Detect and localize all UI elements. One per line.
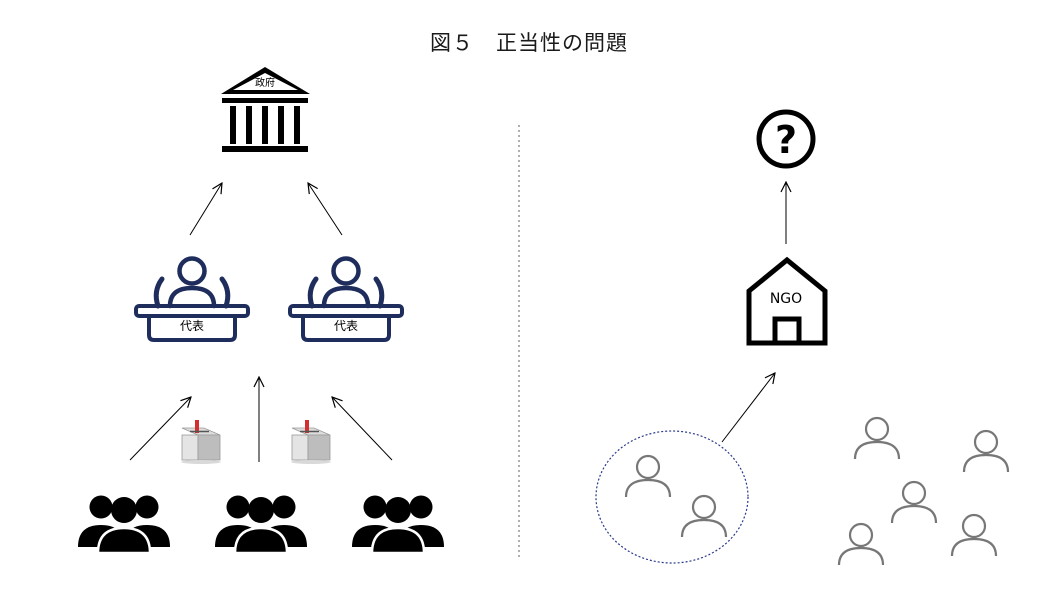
person-icon (680, 494, 728, 539)
person-icon (624, 454, 672, 499)
arrow-rep2-to-government (308, 183, 343, 236)
person-icon (837, 522, 885, 567)
ngo-label: NGO (770, 291, 802, 307)
person-icon (853, 416, 901, 461)
figure-title: 図５ 正当性の問題 (430, 31, 628, 55)
arrow-voters3-to-rep (332, 397, 393, 461)
person-icon (890, 480, 938, 525)
voter-group-icon (76, 494, 172, 555)
voter-group-icon (213, 494, 309, 555)
representative-podium-icon: 代表 (136, 259, 248, 341)
person-icon (962, 429, 1010, 474)
arrow-rep1-to-government (189, 183, 222, 236)
person-icon (950, 513, 998, 558)
representative-label: 代表 (180, 319, 204, 333)
voter-group-icon (350, 494, 446, 555)
question-mark-symbol: ? (775, 118, 797, 162)
arrow-members-to-ngo (721, 373, 775, 443)
government-label: 政府 (255, 76, 275, 89)
representative-label: 代表 (334, 319, 358, 333)
question-mark-icon: ? (756, 109, 816, 169)
government-building-icon: 政府 (221, 67, 310, 152)
representative-podium-icon: 代表 (290, 259, 402, 341)
ngo-members-circle (595, 430, 749, 564)
ballot-box-icon (180, 419, 222, 465)
ngo-house-icon: NGO (746, 256, 828, 346)
arrow-voters1-to-rep (129, 397, 191, 461)
ballot-box-icon (290, 419, 332, 465)
